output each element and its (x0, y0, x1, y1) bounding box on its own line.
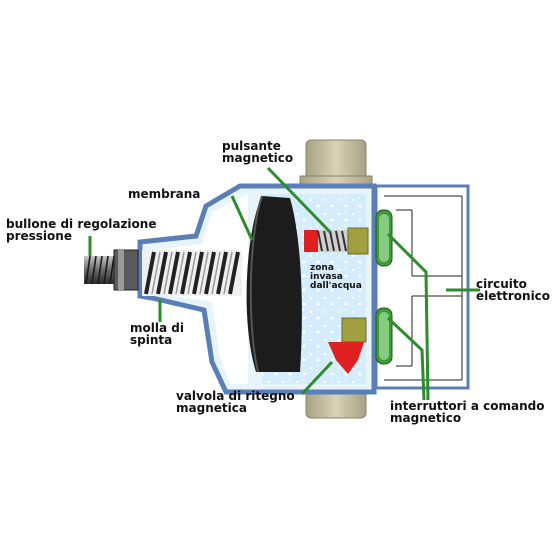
label-line: magnetica (176, 401, 247, 415)
label-pulsante-magnetico: pulsante magnetico (222, 140, 293, 164)
label-line: spinta (130, 333, 173, 347)
label-line: elettronico (476, 289, 551, 303)
push-spring (142, 250, 242, 296)
label-line: pulsante (222, 139, 281, 153)
label-line: invasa (310, 272, 343, 282)
top-fitting (299, 139, 373, 191)
label-molla-spinta: molla di spinta (130, 322, 184, 346)
label-interruttori-magnetico: interruttori a comando magnetico (390, 400, 544, 424)
label-line: dall'acqua (310, 281, 362, 291)
membrane (246, 196, 302, 372)
check-valve (328, 317, 367, 374)
leader-pulsante (266, 166, 332, 234)
magnetic-plunger (304, 227, 369, 255)
label-line: pressione (6, 229, 72, 243)
label-line: bullone di regolazione (6, 217, 157, 231)
label-circuito-elettronico: circuito elettronico (476, 278, 550, 302)
label-bullone-regolazione: bullone di regolazione pressione (6, 218, 156, 242)
label-line: circuito (476, 277, 527, 291)
label-line: molla di (130, 321, 184, 335)
label-membrana: membrana (128, 188, 200, 200)
label-line: valvola di ritegno (176, 389, 295, 403)
leader-interruttori-2 (386, 316, 426, 401)
label-line: zona (310, 263, 334, 273)
leader-valvola (300, 360, 334, 396)
adjustment-bolt (84, 249, 139, 291)
label-line: magnetico (222, 151, 294, 165)
label-line: magnetico (390, 411, 462, 425)
label-zona-invasa: zona invasa dall'acqua (310, 264, 362, 291)
leader-interruttori-1 (386, 232, 430, 401)
label-valvola-ritegno: valvola di ritegno magnetica (176, 390, 295, 414)
label-line: interruttori a comando (390, 399, 545, 413)
leader-lines (88, 166, 480, 401)
magnetic-switches (375, 209, 393, 365)
label-line: membrana (128, 187, 201, 201)
leader-membrana (230, 195, 254, 241)
